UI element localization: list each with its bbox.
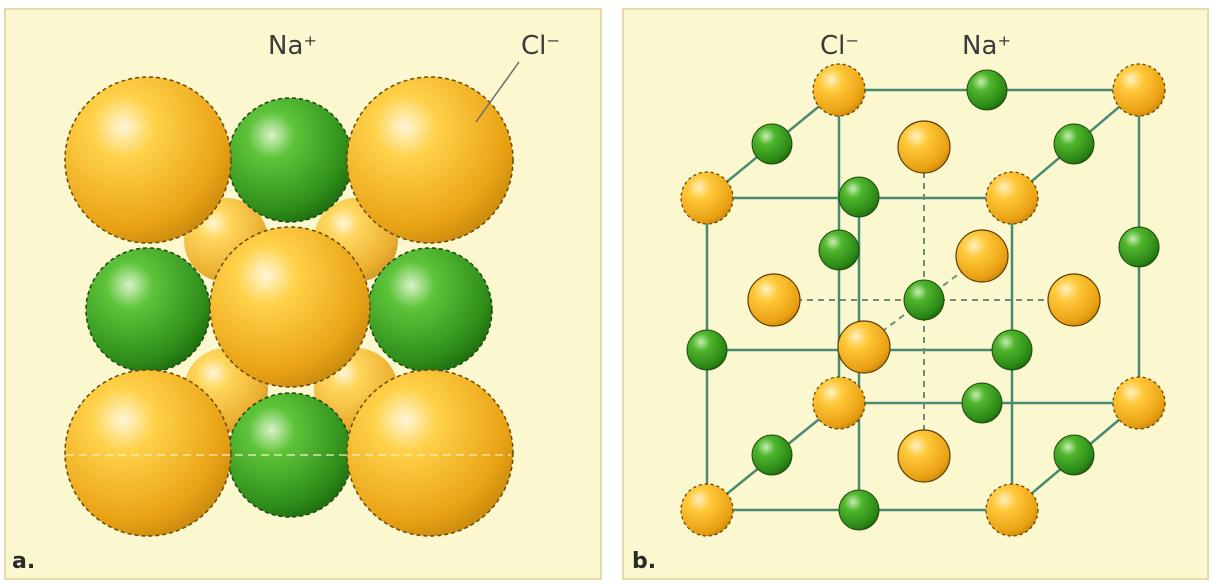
sodium-ion: [961, 382, 1003, 424]
chloride-ion: [747, 273, 801, 327]
sodium-ion: [818, 229, 860, 271]
label-chloride: Cl⁻: [820, 31, 859, 61]
sodium-ion: [1118, 226, 1160, 268]
lattice-diagram: Cl⁻ Na⁺ b.: [632, 31, 1166, 574]
chloride-ion: [1047, 273, 1101, 327]
chloride-ion: [812, 63, 866, 117]
sodium-ion: [751, 123, 793, 165]
sodium-ion: [966, 69, 1008, 111]
sodium-ion: [991, 329, 1033, 371]
chloride-ion: [64, 76, 232, 244]
sodium-ion: [85, 247, 211, 373]
chloride-ion: [812, 376, 866, 430]
sodium-ion: [227, 97, 353, 223]
sodium-ion: [1053, 123, 1095, 165]
chloride-ion: [955, 229, 1009, 283]
sodium-ion: [686, 329, 728, 371]
chloride-ion: [897, 120, 951, 174]
chloride-ion: [1112, 63, 1166, 117]
chloride-ion: [985, 171, 1039, 225]
sodium-ion: [838, 176, 880, 218]
sodium-ion: [903, 279, 945, 321]
chloride-ion: [897, 429, 951, 483]
sodium-ion: [751, 434, 793, 476]
panel-b-lattice-model: Cl⁻ Na⁺ b.: [622, 8, 1209, 580]
chloride-leader-line: [475, 61, 520, 123]
sodium-ion: [1053, 434, 1095, 476]
panel-letter: b.: [632, 549, 656, 574]
chloride-ion: [985, 483, 1039, 537]
chloride-ion: [680, 171, 734, 225]
panel-letter: a.: [12, 549, 35, 574]
space-filling-diagram: Na⁺ Cl⁻ a.: [12, 31, 560, 574]
chloride-ion: [680, 483, 734, 537]
label-sodium: Na⁺: [268, 31, 317, 61]
chloride-ion: [346, 369, 514, 537]
chloride-ion: [346, 76, 514, 244]
sodium-ion: [838, 489, 880, 531]
sodium-ion: [367, 247, 493, 373]
chloride-ion: [1112, 376, 1166, 430]
label-chloride: Cl⁻: [521, 31, 560, 61]
label-sodium: Na⁺: [962, 31, 1011, 61]
chloride-ion: [837, 320, 891, 374]
chloride-ion: [64, 369, 232, 537]
panel-a-space-filling-model: Na⁺ Cl⁻ a.: [4, 8, 602, 580]
chloride-ion: [209, 226, 371, 388]
